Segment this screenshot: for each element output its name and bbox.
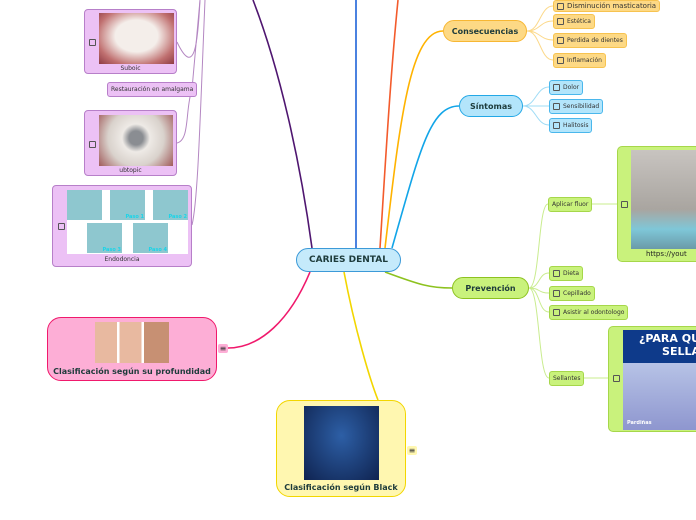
subtopic-aplicar-fluor[interactable]: Aplicar fluor (548, 197, 593, 212)
topic-label: Síntomas (469, 101, 512, 111)
subtopic-label: Restauración en amalgama (111, 86, 194, 93)
video-link[interactable]: https://yout (646, 250, 687, 258)
subtopic-label: Cepillado (563, 290, 591, 297)
thumbnail-text: ¿PARA QU SELLA (638, 332, 696, 358)
checkbox-icon[interactable] (553, 290, 560, 297)
subtopic-label: Asistir al odontologo (563, 309, 625, 316)
black-classification-image (304, 406, 379, 480)
amalgama-image (99, 115, 173, 166)
subtopic-label: Dolor (563, 84, 580, 91)
subtopic-inflamacion[interactable]: Inflamación (553, 53, 606, 68)
subtopic-perdida[interactable]: Perdida de dientes (553, 33, 627, 48)
checkbox-icon[interactable] (557, 37, 564, 44)
image-node-endodoncia[interactable]: Paso 1 Paso 2 Paso 3 Paso 4 Endodoncia (52, 185, 192, 267)
checkbox-icon[interactable] (553, 103, 560, 110)
subtopic-label: Sensibilidad (563, 103, 600, 110)
topic-label: Prevención (465, 283, 516, 293)
subtopic-odontologo[interactable]: Asistir al odontologo (549, 305, 629, 320)
paso-label: Paso 2 (168, 214, 187, 220)
checkbox-icon[interactable] (553, 84, 560, 91)
subtopic-amalgama[interactable]: Restauración en amalgama (107, 82, 198, 97)
subtopic-label: Aplicar fluor (552, 201, 589, 208)
subtopic-dieta[interactable]: Dieta (549, 266, 584, 281)
image-caption: Suboic (120, 65, 141, 72)
subtopic-estetica[interactable]: Estética (553, 14, 595, 29)
topic-label: Consecuencias (451, 26, 519, 36)
profundidad-image (95, 322, 169, 363)
subtopic-sellantes[interactable]: Sellantes (549, 371, 585, 386)
topic-consecuencias[interactable]: Consecuencias (443, 20, 527, 42)
paso-label: Paso 3 (102, 247, 121, 253)
topic-black[interactable]: Clasificación según Black (276, 400, 406, 497)
checkbox-icon[interactable] (621, 201, 628, 208)
image-node-sellantes[interactable]: ¿PARA QU SELLA Pardiñas (608, 326, 696, 432)
subtopic-label: Disminución masticatoria (567, 2, 657, 10)
checkbox-icon[interactable] (557, 57, 564, 64)
central-topic-label: CARIES DENTAL (309, 255, 388, 265)
subtopic-cepillado[interactable]: Cepillado (549, 286, 595, 301)
image-node-suboic[interactable]: Suboic (84, 9, 177, 74)
video-node-fluor[interactable]: https://yout (617, 146, 696, 262)
subtopic-label: Dieta (563, 270, 580, 277)
subtopic-dolor[interactable]: Dolor (549, 80, 584, 95)
checkbox-icon[interactable] (553, 270, 560, 277)
subtopic-halitosis[interactable]: Halitosis (549, 118, 593, 133)
checkbox-icon[interactable] (557, 18, 564, 25)
thumbnail-brand: Pardiñas (627, 420, 652, 426)
subtopic-label: Perdida de dientes (567, 37, 623, 44)
topic-label: Clasificación según su profundidad (53, 367, 211, 376)
checkbox-icon[interactable] (613, 375, 620, 382)
endodoncia-image: Paso 1 Paso 2 Paso 3 Paso 4 (67, 190, 188, 254)
subtopic-label: Inflamación (567, 57, 602, 64)
topic-profundidad[interactable]: Clasificación según su profundidad (47, 317, 217, 381)
paso-label: Paso 1 (125, 214, 144, 220)
topic-prevencion[interactable]: Prevención (452, 277, 529, 299)
notes-menu-icon[interactable]: ≡ (218, 344, 228, 353)
topic-label: Clasificación según Black (284, 483, 398, 492)
subtopic-label: Sellantes (553, 375, 581, 382)
image-node-ubtopic[interactable]: ubtopic (84, 110, 177, 176)
central-topic[interactable]: CARIES DENTAL (296, 248, 401, 272)
sellantes-thumbnail[interactable]: ¿PARA QU SELLA Pardiñas (623, 330, 696, 430)
topic-sintomas[interactable]: Síntomas (459, 95, 523, 117)
checkbox-icon[interactable] (89, 39, 96, 46)
subtopic-label: Halitosis (563, 122, 589, 129)
subtopic-disminucion[interactable]: Disminución masticatoria (553, 0, 661, 12)
checkbox-icon[interactable] (89, 141, 96, 148)
suboic-image (99, 13, 174, 64)
image-caption: Endodoncia (104, 256, 140, 263)
notes-menu-icon[interactable]: ≡ (407, 446, 417, 455)
video-thumbnail[interactable] (631, 150, 696, 249)
checkbox-icon[interactable] (557, 2, 564, 10)
checkbox-icon[interactable] (58, 223, 65, 230)
paso-label: Paso 4 (148, 247, 167, 253)
image-caption: ubtopic (119, 167, 142, 174)
checkbox-icon[interactable] (553, 309, 560, 316)
subtopic-label: Estética (567, 18, 591, 25)
subtopic-sensibilidad[interactable]: Sensibilidad (549, 99, 604, 114)
checkbox-icon[interactable] (553, 122, 560, 129)
